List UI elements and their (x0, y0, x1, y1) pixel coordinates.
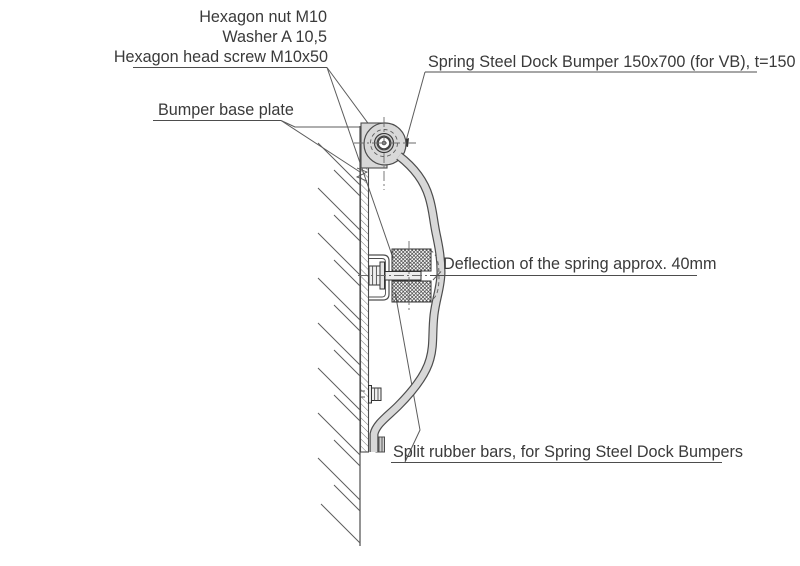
wall-hatch-line (317, 187, 361, 231)
anchor-bolt (361, 385, 382, 404)
weld-mark (355, 167, 369, 182)
label-bumper-base-plate: Bumper base plate (158, 101, 294, 119)
middle-assembly (358, 241, 440, 310)
wall-hatch-line (317, 367, 361, 411)
wall-hatch-line (320, 503, 361, 544)
anchor-hex-head (371, 387, 382, 401)
wall-hatch-line (333, 259, 361, 287)
wall-hatch-line (333, 484, 361, 512)
label-spring-steel-dock-bumper: Spring Steel Dock Bumper 150x700 (for VB… (428, 53, 796, 71)
leader-split-rubber (394, 291, 421, 463)
label-split-rubber-bars: Split rubber bars, for Spring Steel Dock… (393, 443, 743, 461)
wall-hatch-line (333, 439, 361, 467)
spring-band-fill (370, 153, 445, 452)
wall-hatch-line (317, 277, 361, 321)
wall-hatch-line (333, 214, 361, 242)
labels: Hexagon nut M10 Washer A 10,5 Hexagon he… (114, 8, 796, 464)
wall-hatch-line (333, 394, 361, 422)
leader-base-plate-top (280, 120, 360, 128)
label-hexagon-nut: Hexagon nut M10 (199, 8, 327, 26)
wall-hatch-marks (317, 142, 361, 544)
wall-hatch-line (317, 457, 361, 501)
leader-spring-bumper (405, 71, 426, 142)
bumper-base-plate-shape (355, 126, 370, 453)
label-washer: Washer A 10,5 (222, 28, 327, 46)
leader-base-plate-face (280, 120, 361, 173)
leader-lines (280, 67, 426, 463)
wall-hatch-line (333, 349, 361, 377)
wall-hatch-line (333, 169, 361, 197)
top-bolt-assembly (354, 117, 416, 190)
wall-hatch-line (333, 304, 361, 332)
label-hexagon-head-screw: Hexagon head screw M10x50 (114, 48, 328, 66)
wall-hatch-line (317, 322, 361, 366)
deflection-tick (432, 271, 442, 281)
wall-section (317, 126, 361, 546)
spring-band (369, 152, 446, 453)
leader-screw-to-top-bolt (326, 67, 374, 131)
wall-hatch-line (317, 142, 361, 186)
label-deflection: Deflection of the spring approx. 40mm (443, 255, 717, 273)
wall-hatch-line (317, 412, 361, 456)
wall-hatch-line (317, 232, 361, 276)
